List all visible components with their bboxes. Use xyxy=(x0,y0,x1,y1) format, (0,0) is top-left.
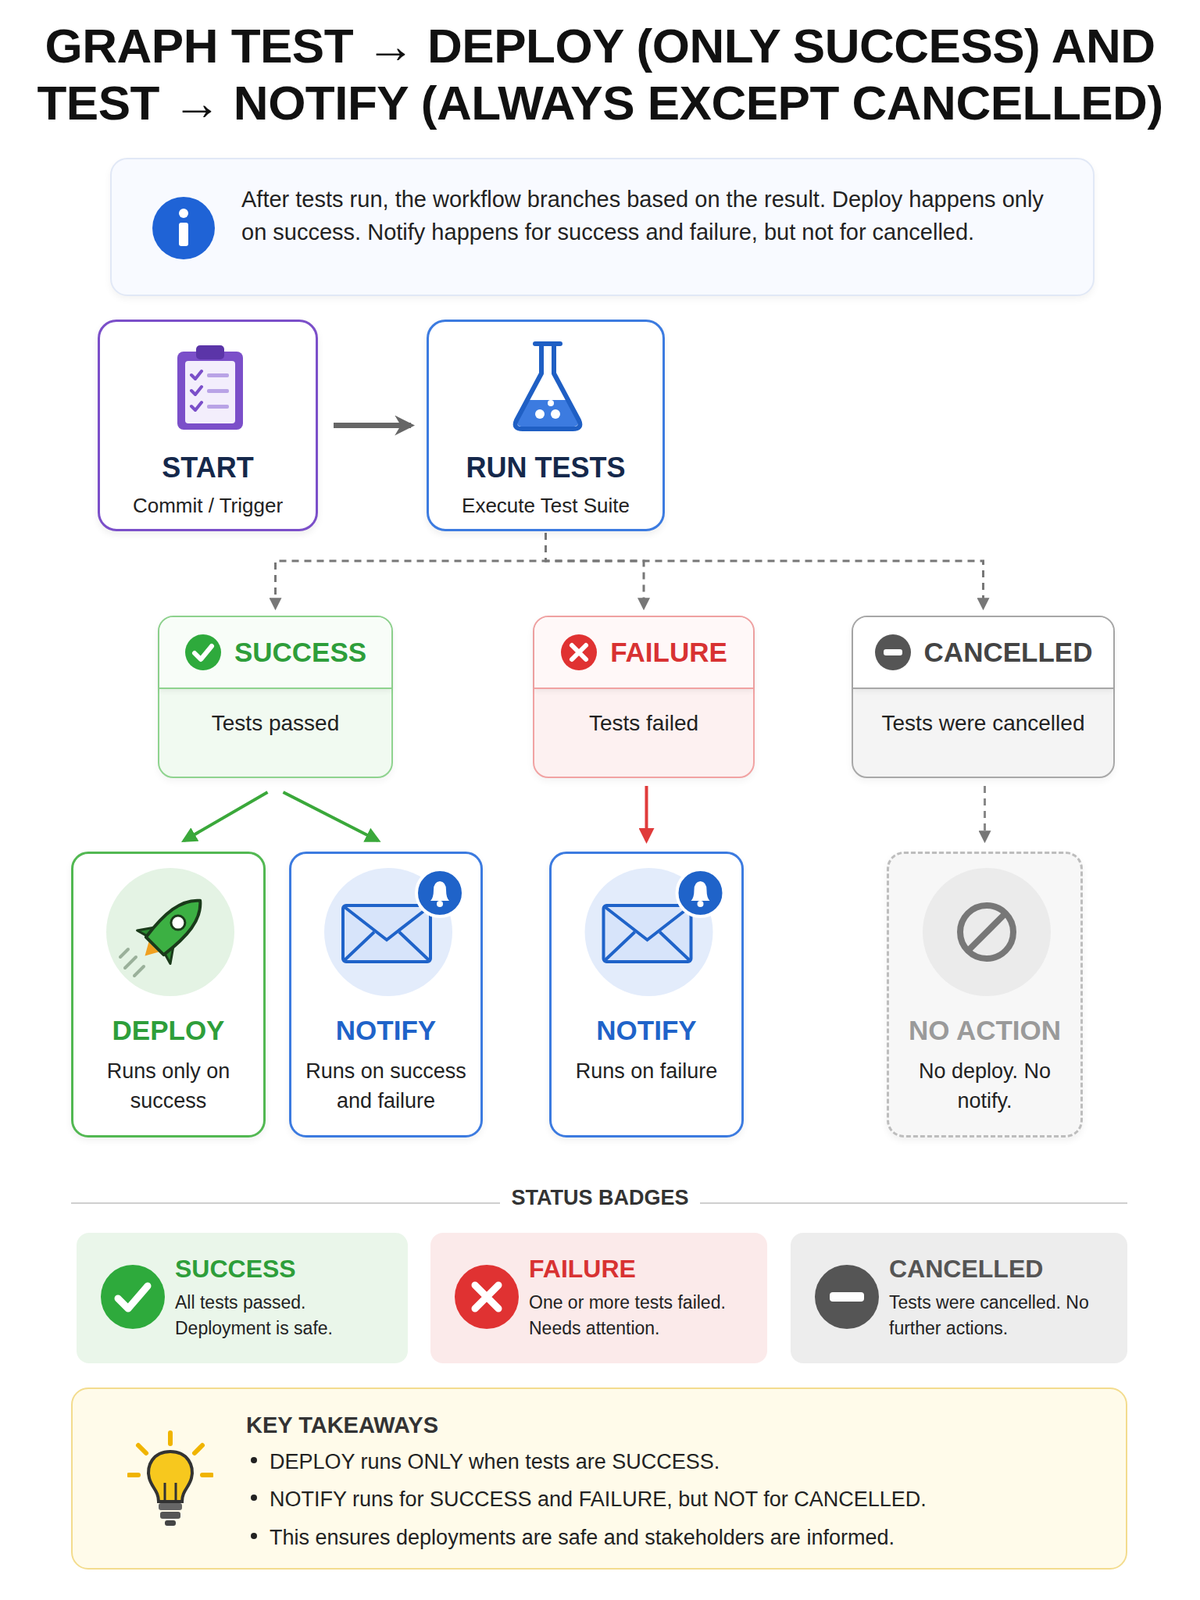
clipboard-icon xyxy=(174,342,247,433)
diagram-title: GRAPH TEST → DEPLOY (ONLY SUCCESS) AND T… xyxy=(21,17,1179,132)
node-text: Runs only on success xyxy=(85,1057,251,1117)
node-text: Execute Test Suite xyxy=(428,493,663,518)
node-heading: NO ACTION xyxy=(901,1014,1068,1047)
node-text: After tests run, the workflow branches b… xyxy=(241,182,1062,249)
node-heading: CANCELLED xyxy=(889,1254,1118,1284)
process-box: NOTIFY Runs on failure xyxy=(549,851,744,1138)
node-heading: SUCCESS xyxy=(175,1254,399,1284)
success-icon xyxy=(184,633,222,672)
node-text: Commit / Trigger xyxy=(100,493,316,518)
lightbulb-icon xyxy=(127,1429,214,1533)
node-text: Runs on failure xyxy=(564,1057,729,1087)
connector xyxy=(184,792,268,841)
node-heading: START xyxy=(100,451,316,485)
process-box: DEPLOY Runs only on success xyxy=(71,851,266,1138)
process-box: NO ACTION No deploy. No notify. xyxy=(886,851,1083,1138)
node-text: Runs on success and failure xyxy=(303,1057,468,1117)
status-header: FAILURE xyxy=(534,617,754,690)
status-badge: FAILURE One or more tests failed. Needs a… xyxy=(430,1232,768,1364)
rocket-icon xyxy=(73,864,268,998)
info-icon xyxy=(150,195,217,261)
connector xyxy=(983,785,986,841)
failure-icon xyxy=(560,633,598,672)
node-heading: NOTIFY xyxy=(303,1014,468,1047)
connector xyxy=(275,532,547,608)
node-text: All tests passed. Deployment is safe. xyxy=(175,1289,399,1343)
node-text: NOTIFY runs for SUCCESS and FAILURE, but… xyxy=(246,1485,1095,1514)
envelope-icon xyxy=(551,864,747,998)
status-header: CANCELLED xyxy=(853,617,1114,690)
node-text: Tests failed xyxy=(534,689,754,736)
cancelled-icon xyxy=(814,1264,880,1330)
connector xyxy=(645,785,649,841)
success-icon xyxy=(100,1264,166,1330)
status-header: SUCCESS xyxy=(159,617,392,690)
node-heading: KEY TAKEAWAYS xyxy=(246,1412,1095,1439)
node-text: No deploy. No notify. xyxy=(901,1057,1068,1117)
cancelled-icon xyxy=(874,633,912,672)
divider-line xyxy=(71,1202,500,1204)
node-heading: FAILURE xyxy=(528,1254,758,1284)
node-text: Tests passed xyxy=(159,689,392,736)
no-action-icon xyxy=(889,864,1086,998)
node-heading: NOTIFY xyxy=(564,1014,729,1047)
connector xyxy=(546,532,645,608)
flask-icon xyxy=(508,339,587,435)
node-text: This ensures deployments are safe and st… xyxy=(246,1523,1095,1552)
node-heading: FAILURE xyxy=(610,636,728,668)
failure-icon xyxy=(453,1264,520,1330)
takeaways-panel: KEY TAKEAWAYS DEPLOY runs ONLY when tests… xyxy=(71,1387,1128,1570)
node-heading: DEPLOY xyxy=(85,1014,251,1047)
status-box: CANCELLED Tests were cancelled xyxy=(851,615,1115,779)
info-panel: After tests run, the workflow branches b… xyxy=(110,157,1095,297)
node-text: DEPLOY runs ONLY when tests are SUCCESS. xyxy=(246,1447,1095,1476)
status-box: SUCCESS Tests passed xyxy=(157,615,393,779)
divider-line xyxy=(700,1202,1128,1204)
status-badge: SUCCESS All tests passed. Deployment is s… xyxy=(76,1232,408,1364)
envelope-icon xyxy=(291,864,486,998)
process-box: RUN TESTS Execute Test Suite xyxy=(426,319,665,532)
section-heading: STATUS BADGES xyxy=(500,1185,700,1211)
node-heading: SUCCESS xyxy=(234,636,367,668)
connector xyxy=(283,792,379,841)
connector xyxy=(546,532,984,608)
status-box: FAILURE Tests failed xyxy=(532,615,755,779)
connector xyxy=(333,422,411,429)
node-heading: CANCELLED xyxy=(924,636,1093,668)
process-box: NOTIFY Runs on success and failure xyxy=(289,851,483,1138)
node-heading: RUN TESTS xyxy=(428,451,663,485)
process-box: START Commit / Trigger xyxy=(97,319,318,532)
node-text: Tests were cancelled xyxy=(853,689,1114,736)
node-text: One or more tests failed. Needs attentio… xyxy=(528,1289,758,1343)
node-text: Tests were cancelled. No further actions… xyxy=(889,1289,1118,1343)
status-badge: CANCELLED Tests were cancelled. No furthe… xyxy=(790,1232,1128,1364)
